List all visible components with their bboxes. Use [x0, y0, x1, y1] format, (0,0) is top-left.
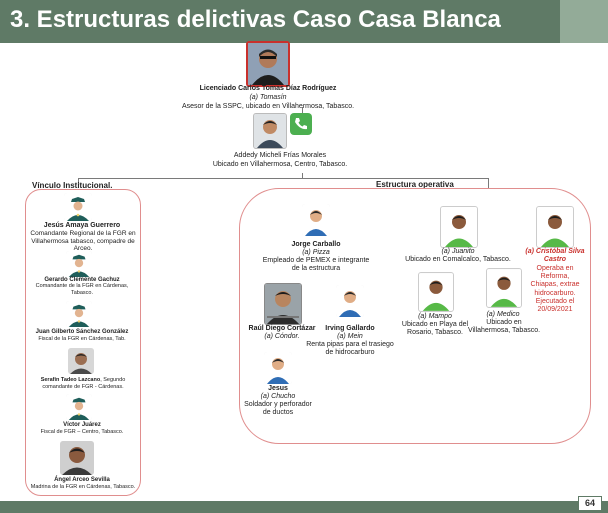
raul-name: Raúl Diego Cortázar — [248, 325, 316, 332]
raul-alias: (a) Cóndor. — [264, 333, 300, 340]
footer-bar — [0, 501, 608, 513]
page-number: 64 — [578, 496, 602, 511]
section-estructura-operativa: Estructura operativa — [376, 180, 454, 189]
institucional-4-desc: Fiscal de FGR – Centro, Tabasco. — [40, 429, 124, 435]
juanito-desc: Ubicado en Comalcalco, Tabasco. — [405, 256, 511, 263]
irving-name: Irving Gallardo — [325, 325, 375, 332]
person-avatar-green-icon — [486, 268, 522, 308]
institucional-4-name: Víctor Juárez — [63, 422, 101, 428]
jorge-desc: Empleado de PEMEX e integrante de la est… — [262, 257, 370, 273]
irving-alias: (a) Mein — [337, 333, 363, 340]
person-avatar-blue-icon — [336, 285, 364, 317]
raul-photo — [264, 283, 302, 325]
second-person-photo — [253, 113, 287, 149]
title-bar: 3. Estructuras delictivas Caso Casa Blan… — [0, 0, 608, 43]
jorge-name: Jorge Carballo — [291, 241, 341, 248]
connector-left-drop — [78, 178, 79, 188]
institucional-0-desc: Comandante Regional de la FGR en Villahe… — [30, 230, 136, 253]
person-avatar-blue-icon — [302, 204, 330, 236]
connector-top — [302, 107, 303, 115]
person-avatar-green-icon — [440, 206, 478, 248]
section-vinculo-institucional: Vínculo Institucional. — [32, 181, 113, 190]
operativa-box — [239, 188, 591, 444]
top-person-name: Licenciado Carlos Tomas Díaz Rodríguez — [199, 85, 337, 92]
medico-desc: Ubicado en Villahermosa, Tabasco. — [467, 319, 541, 335]
institucional-5-photo — [60, 441, 94, 475]
jesus-name: Jesus — [268, 385, 288, 392]
jesus-alias: (a) Chucho — [260, 393, 296, 400]
institucional-2-desc: Fiscal de la FGR en Cárdenas, Tab. — [38, 336, 126, 342]
jorge-alias: (a) Pizza — [302, 249, 330, 256]
mampo-alias: (a) Mampo — [418, 313, 452, 320]
medico-alias: (a) Medico — [486, 311, 520, 318]
police-officer-icon — [66, 394, 92, 420]
top-person-role: Asesor de la SSPC, ubicado en Villahermo… — [181, 103, 355, 110]
cristobal-alias: (a) Cristóbal Silva Castro — [525, 248, 585, 264]
irving-desc: Renta pipas para el trasiego de hidrocar… — [306, 341, 394, 357]
second-person-name: Addedy Micheli Frías Morales — [233, 152, 327, 159]
person-avatar-green-icon — [418, 272, 454, 312]
juanito-alias: (a) Juanito — [441, 248, 475, 255]
police-officer-icon — [66, 251, 92, 277]
mampo-desc: Ubicado en Playa del Rosario, Tabasco. — [401, 321, 469, 337]
person-avatar-green-icon — [536, 206, 574, 248]
institucional-0-name: Jesús Amaya Guerrero — [43, 222, 121, 229]
connector-second — [302, 173, 303, 179]
top-person-alias: (a) Tomasín — [249, 94, 287, 101]
institucional-1-name: Gerardo Clemente Gachuz — [44, 277, 120, 283]
jesus-desc: Soldador y perforador de ductos — [244, 401, 312, 417]
person-avatar-blue-icon — [264, 352, 292, 384]
institucional-box — [25, 189, 141, 496]
connector-right-drop — [488, 178, 489, 188]
second-person-location: Ubicado en Villahermosa, Centro, Tabasco… — [212, 161, 348, 168]
top-person-photo — [246, 41, 290, 87]
institucional-2-name: Juan Gilberto Sánchez González — [35, 329, 129, 335]
title-bar-edge — [560, 0, 608, 43]
police-officer-icon — [64, 193, 92, 221]
institucional-3-text: Serafín Tadeo Lazcano, Segundo comandant… — [40, 377, 126, 390]
police-officer-icon — [66, 301, 92, 327]
connector-horizontal — [78, 178, 488, 179]
cristobal-desc: Operaba en Reforma, Chiapas, extrae hidr… — [530, 265, 580, 314]
institucional-1-desc: Comandante de la FGR en Cárdenas, Tabasc… — [35, 283, 129, 296]
page-title: 3. Estructuras delictivas Caso Casa Blan… — [10, 6, 501, 33]
institucional-5-name: Ángel Arceo Sevilla — [54, 477, 110, 483]
phone-icon — [290, 113, 312, 135]
institucional-5-desc: Madrina de la FGR en Cárdenas, Tabasco. — [30, 484, 136, 490]
institucional-3-photo — [68, 348, 94, 374]
